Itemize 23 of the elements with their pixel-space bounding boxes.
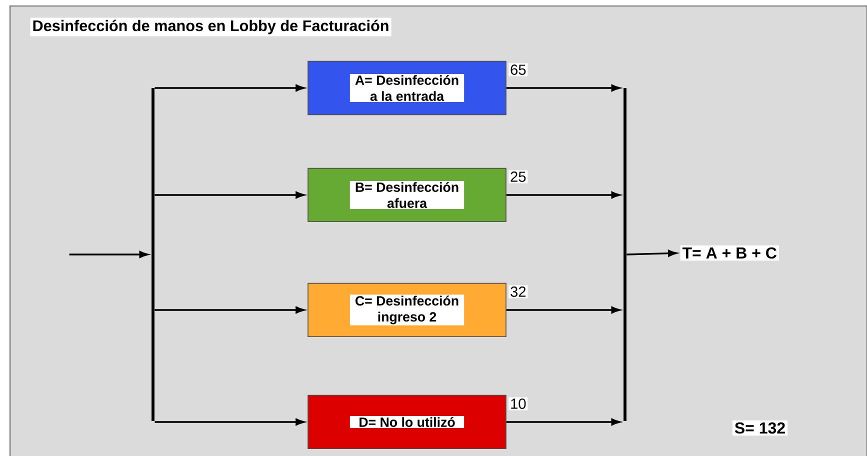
sum-label: S= 132 xyxy=(732,420,788,436)
arrow xyxy=(154,306,304,314)
arrow xyxy=(506,84,620,92)
arrow xyxy=(154,84,304,92)
process-box: D= No lo utilizó xyxy=(308,394,506,450)
arrow xyxy=(154,192,304,198)
arrow xyxy=(69,251,148,258)
count-label: 25 xyxy=(508,170,528,184)
arrow xyxy=(506,192,620,198)
bus-bar xyxy=(624,88,626,421)
result-label: T= A + B + C xyxy=(680,245,779,261)
arrow xyxy=(506,306,620,314)
arrow xyxy=(626,250,677,257)
bus-bar xyxy=(152,88,154,421)
process-box: A= Desinfección a la entrada xyxy=(308,60,506,116)
count-label: 10 xyxy=(508,397,528,410)
count-label: 32 xyxy=(508,285,528,298)
arrow xyxy=(506,418,620,426)
process-box: B= Desinfección afuera xyxy=(308,168,506,222)
process-box: C= Desinfección ingreso 2 xyxy=(308,282,506,338)
title: Desinfección de manos en Lobby de Facturación xyxy=(30,18,392,36)
arrow xyxy=(154,418,304,426)
count-label: 65 xyxy=(508,63,528,76)
